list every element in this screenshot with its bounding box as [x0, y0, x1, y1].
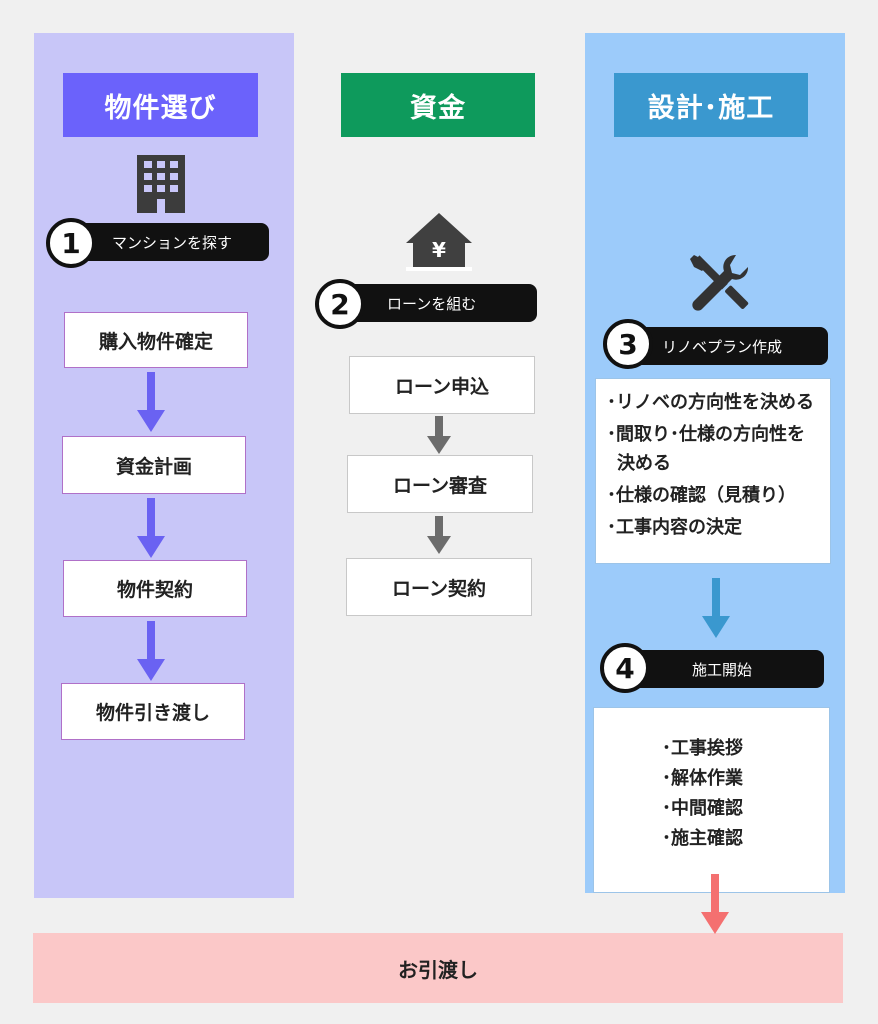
- funding-step-2: ローン審査: [347, 455, 533, 513]
- handover-label: お引渡し: [398, 957, 478, 982]
- funding-header: 資金: [341, 73, 535, 137]
- property-step-2: 資金計画: [62, 436, 246, 494]
- handover-bar: お引渡し: [33, 933, 843, 1003]
- funding-step-1: ローン申込: [349, 356, 535, 414]
- property-step-3: 物件契約: [63, 560, 247, 617]
- property-step-4-label: 物件引き渡し: [95, 702, 210, 724]
- list-item: 決める: [617, 453, 671, 474]
- funding-step-2-label: ローン審査: [392, 474, 488, 497]
- arrow-down-icon: [137, 498, 165, 558]
- list-item: ･間取り･仕様の方向性を: [607, 424, 805, 445]
- step3-label-pill: リノベプラン作成: [630, 327, 828, 365]
- step2-number: 2: [330, 287, 350, 321]
- property-step-4: 物件引き渡し: [61, 683, 245, 740]
- step3-number-badge: 3: [603, 319, 653, 369]
- step1-number-badge: 1: [46, 218, 96, 268]
- yen-symbol: ¥: [432, 238, 446, 262]
- design-header: 設計･施工: [614, 73, 808, 137]
- arrow-down-icon: [427, 416, 451, 454]
- yen-house-icon: ¥: [406, 213, 472, 271]
- list-item: ･仕様の確認（見積り）: [607, 485, 796, 506]
- step2-label-pill: ローンを組む: [343, 284, 537, 322]
- list-item: ･工事挨拶: [662, 738, 743, 759]
- step2-label: ローンを組む: [387, 294, 477, 313]
- property-step-1: 購入物件確定: [64, 312, 248, 368]
- step3-label: リノベプラン作成: [662, 337, 783, 356]
- funding-step-3: ローン契約: [346, 558, 532, 616]
- property-step-3-label: 物件契約: [116, 579, 193, 601]
- list-item: ･工事内容の決定: [607, 517, 742, 538]
- step3-task-list: ･リノベの方向性を決める ･間取り･仕様の方向性を 決める ･仕様の確認（見積り…: [595, 378, 831, 564]
- arrow-down-icon: [427, 516, 451, 554]
- tools-icon: [690, 254, 749, 311]
- step4-label: 施工開始: [692, 660, 753, 679]
- list-item: ･リノベの方向性を決める: [607, 392, 814, 413]
- step3-number: 3: [618, 327, 638, 361]
- step1-label: マンションを探す: [112, 233, 233, 252]
- step4-number-badge: 4: [600, 643, 650, 693]
- property-step-2-label: 資金計画: [115, 455, 192, 478]
- arrow-down-icon: [701, 874, 729, 934]
- list-item: ･解体作業: [662, 768, 743, 789]
- step1-label-pill: マンションを探す: [74, 223, 269, 261]
- property-header: 物件選び: [63, 73, 258, 137]
- list-item: ･施主確認: [662, 828, 743, 849]
- property-step-1-label: 購入物件確定: [98, 330, 213, 353]
- funding-step-3-label: ローン契約: [391, 577, 487, 600]
- step4-task-list: ･工事挨拶 ･解体作業 ･中間確認 ･施主確認: [593, 707, 830, 893]
- step4-number: 4: [615, 651, 635, 685]
- arrow-down-icon: [702, 578, 730, 638]
- step2-number-badge: 2: [315, 279, 365, 329]
- funding-step-1-label: ローン申込: [394, 375, 490, 398]
- step1-number: 1: [61, 226, 81, 260]
- list-item: ･中間確認: [662, 798, 743, 819]
- arrow-down-icon: [137, 621, 165, 681]
- building-icon: [137, 155, 185, 213]
- step4-label-pill: 施工開始: [626, 650, 824, 688]
- arrow-down-icon: [137, 372, 165, 432]
